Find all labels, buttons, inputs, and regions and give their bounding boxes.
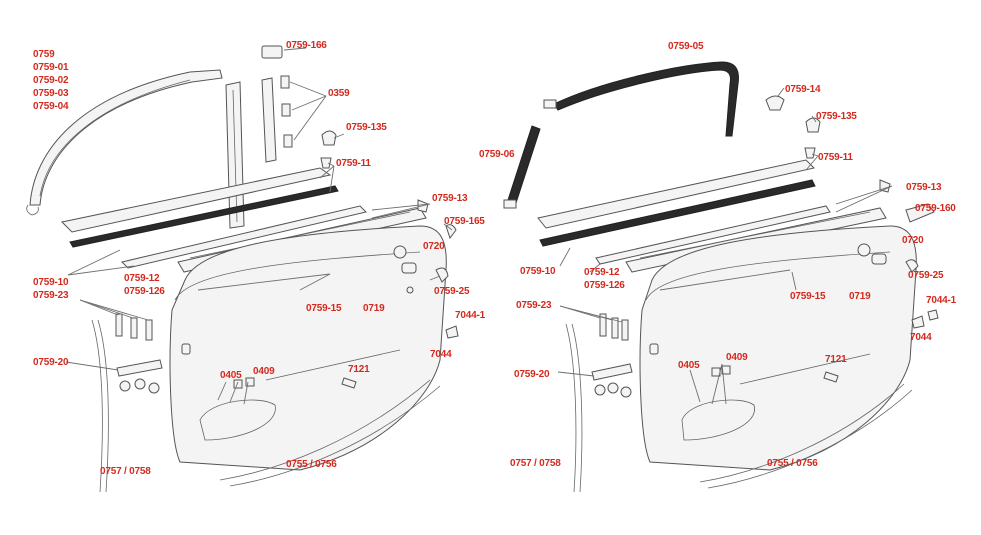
right-hinge-hardware: [591, 179, 939, 398]
label-0757-0758: 0757 / 0758: [510, 458, 561, 469]
label-0757-0758: 0757 / 0758: [100, 466, 151, 477]
label-0759-25: 0759-25: [908, 270, 944, 281]
label-0759-13: 0759-13: [906, 182, 942, 193]
right-clip-parts: [765, 95, 821, 159]
label-0759-11: 0759-11: [336, 158, 371, 169]
left-door-diagram: 0759 0759-01 0759-02 0759-03 0759-04 075…: [26, 40, 486, 493]
label-0759: 0759: [33, 49, 55, 60]
label-0759-03: 0759-03: [33, 88, 69, 99]
right-weatherstrip-part: [565, 323, 583, 493]
left-part-labels: 0759 0759-01 0759-02 0759-03 0759-04 075…: [33, 40, 486, 477]
right-door-shell: [639, 225, 917, 489]
label-0359: 0359: [328, 88, 350, 99]
label-0759-11: 0759-11: [818, 152, 853, 163]
label-0759-20: 0759-20: [33, 357, 69, 368]
label-0759-166: 0759-166: [286, 40, 327, 51]
label-0759-13: 0759-13: [432, 193, 468, 204]
label-0405: 0405: [220, 370, 242, 381]
label-7121: 7121: [348, 364, 370, 375]
label-0759-12: 0759-12: [124, 273, 160, 284]
label-0759-02: 0759-02: [33, 75, 69, 86]
right-leader-lines: [557, 87, 893, 405]
left-window-frame-part: [26, 69, 223, 216]
label-0759-126: 0759-126: [584, 280, 625, 291]
right-window-seal-part: [503, 61, 739, 209]
label-0759-20: 0759-20: [514, 369, 550, 380]
label-0759-14: 0759-14: [785, 84, 821, 95]
label-0759-10: 0759-10: [33, 277, 69, 288]
label-0759-04: 0759-04: [33, 101, 69, 112]
left-door-shell: [169, 225, 447, 487]
label-0759-05: 0759-05: [668, 41, 704, 52]
label-0755-0756: 0755 / 0756: [767, 458, 818, 469]
left-leader-lines: [65, 47, 453, 405]
label-7044-1: 7044-1: [926, 295, 957, 306]
right-belt-moldings: [537, 159, 887, 273]
label-7044: 7044: [910, 332, 932, 343]
left-weatherstrip-part: [91, 319, 109, 493]
left-hinge-hardware: [115, 199, 459, 394]
label-0409: 0409: [726, 352, 748, 363]
label-0759-135: 0759-135: [346, 122, 387, 133]
label-0755-0756: 0755 / 0756: [286, 459, 337, 470]
label-0719: 0719: [363, 303, 385, 314]
label-0720: 0720: [902, 235, 924, 246]
label-0759-165: 0759-165: [444, 216, 485, 227]
label-0759-23: 0759-23: [33, 290, 69, 301]
label-0759-10: 0759-10: [520, 266, 556, 277]
label-0759-15: 0759-15: [306, 303, 342, 314]
label-0759-15: 0759-15: [790, 291, 826, 302]
label-0759-126: 0759-126: [124, 286, 165, 297]
label-0759-23: 0759-23: [516, 300, 552, 311]
label-0759-160: 0759-160: [915, 203, 956, 214]
label-0759-135: 0759-135: [816, 111, 857, 122]
right-part-labels: 0759-05 0759-14 0759-135 0759-06 0759-11…: [479, 41, 957, 469]
label-7044: 7044: [430, 349, 452, 360]
label-0720: 0720: [423, 241, 445, 252]
label-0759-12: 0759-12: [584, 267, 620, 278]
label-0409: 0409: [253, 366, 275, 377]
label-7044-1: 7044-1: [455, 310, 486, 321]
label-0719: 0719: [849, 291, 871, 302]
label-0759-06: 0759-06: [479, 149, 515, 160]
left-clip-parts: [261, 45, 337, 169]
label-7121: 7121: [825, 354, 847, 365]
label-0405: 0405: [678, 360, 700, 371]
label-0759-01: 0759-01: [33, 62, 69, 73]
label-0759-25: 0759-25: [434, 286, 470, 297]
right-door-diagram: 0759-05 0759-14 0759-135 0759-06 0759-11…: [479, 41, 957, 493]
